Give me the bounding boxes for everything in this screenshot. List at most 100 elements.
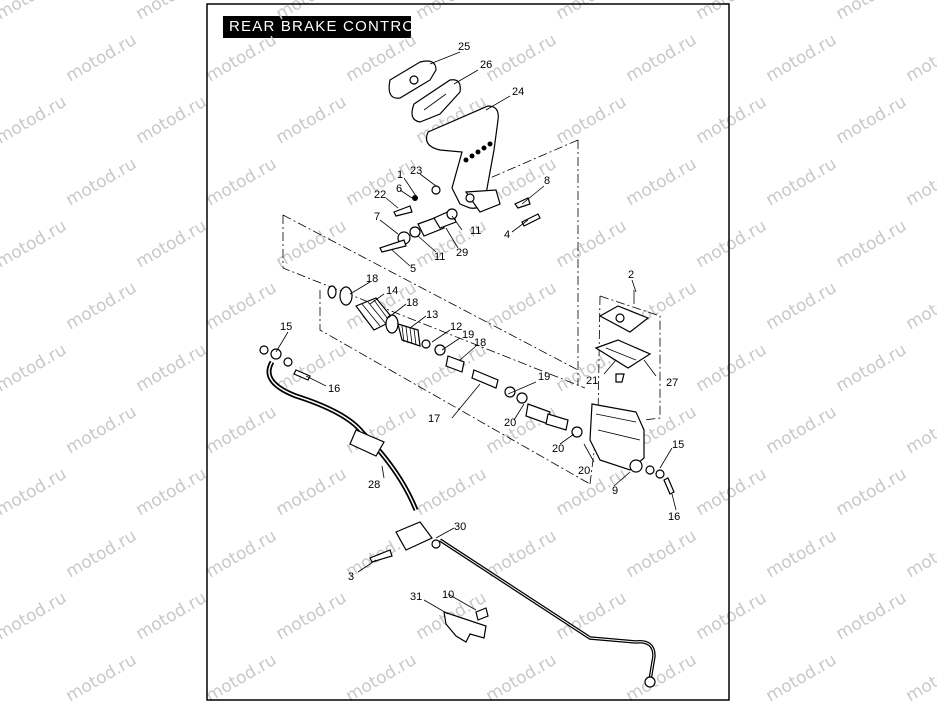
- watermark-text: motod.ru: [63, 278, 141, 334]
- callout-label: 4: [504, 229, 510, 241]
- watermark-text: motod.ru: [693, 340, 771, 396]
- callout-label: 5: [410, 263, 416, 275]
- watermark-text: motod.ru: [763, 154, 841, 210]
- watermark-text: motod.ru: [553, 216, 631, 272]
- watermark-text: motod.ru: [273, 588, 351, 644]
- watermark-text: motod.ru: [833, 92, 911, 148]
- pedal-arm: [425, 105, 501, 213]
- callout-label: 7: [374, 211, 380, 223]
- watermark-text: motod.ru: [0, 0, 70, 24]
- watermark-text: motod.ru: [63, 30, 141, 86]
- brake-line: [266, 360, 419, 511]
- watermark-text: motod.ru: [833, 464, 911, 520]
- callout-label: 1: [397, 169, 403, 181]
- callout-label: 11: [434, 251, 445, 263]
- watermark-text: motod.ru: [0, 216, 70, 272]
- watermark-text: motod.ru: [483, 402, 561, 458]
- callout-label: 24: [512, 86, 524, 98]
- watermark-text: motod.ru: [413, 464, 491, 520]
- watermark-text: motod.ru: [903, 278, 937, 334]
- watermark-text: motod.ru: [273, 464, 351, 520]
- callout-label: 30: [454, 521, 466, 533]
- callout-label: 9: [612, 485, 618, 497]
- watermark-text: motod.ru: [483, 30, 561, 86]
- callout-label: 15: [672, 439, 684, 451]
- callout-label: 16: [668, 511, 680, 523]
- callout-labels: 25 26 24 1 23 6 22 8 7 11 4 11 29 5 18 1…: [280, 41, 684, 603]
- watermark-text: motod.ru: [903, 30, 937, 86]
- watermark-text: motod.ru: [273, 92, 351, 148]
- watermark-text: motod.ru: [203, 154, 281, 210]
- callout-label: 17: [428, 413, 440, 425]
- callout-label: 22: [374, 189, 386, 201]
- callout-label: 13: [426, 309, 438, 321]
- kit-outline: [282, 139, 599, 485]
- callout-label: 12: [450, 321, 462, 333]
- watermark-text: motod.ru: [0, 464, 70, 520]
- reservoir-cover: [594, 290, 652, 383]
- watermark-text: motod.ru: [203, 402, 281, 458]
- callout-label: 19: [462, 329, 474, 341]
- pivot-hardware: [379, 185, 541, 253]
- watermark-text: motod.ru: [623, 154, 701, 210]
- watermark-text: motod.ru: [63, 650, 141, 703]
- watermark-text: motod.ru: [0, 92, 70, 148]
- callout-label: 2: [628, 269, 634, 281]
- watermark-text: motod.ru: [133, 0, 211, 24]
- watermark-text: motod.ru: [133, 588, 211, 644]
- callout-label: 14: [386, 285, 398, 297]
- callout-label: 3: [348, 571, 354, 583]
- watermark-text: motod.ru: [903, 526, 937, 582]
- watermark-text: motod.ru: [133, 340, 211, 396]
- watermark-text: motod.ru: [63, 154, 141, 210]
- leader-lines: [275, 51, 677, 615]
- watermark-text: motod.ru: [623, 650, 701, 703]
- watermark-text: motod.ru: [203, 526, 281, 582]
- fitting-hardware: [259, 345, 675, 495]
- watermark-text: motod.ru: [693, 92, 771, 148]
- diagram-title: REAR BRAKE CONTROL: [223, 16, 424, 38]
- watermark-text: motod.ru: [203, 278, 281, 334]
- brake-tube: [439, 538, 656, 688]
- watermark-text: motod.ru: [833, 588, 911, 644]
- watermark-text: motod.ru: [553, 588, 631, 644]
- watermark-text: motod.ru: [483, 650, 561, 703]
- watermark-text: motod.ru: [763, 402, 841, 458]
- reservoir-outline: [597, 295, 661, 421]
- callout-label: 18: [474, 337, 486, 349]
- callout-label: 23: [410, 165, 422, 177]
- callout-label: 20: [504, 417, 516, 429]
- callout-label: 16: [328, 383, 340, 395]
- callout-label: 31: [410, 591, 422, 603]
- watermark-text: motod.ru: [343, 154, 421, 210]
- callout-label: 8: [544, 175, 550, 187]
- master-cylinder-internals: [327, 285, 583, 438]
- watermark-text: motod.ru: [903, 650, 937, 703]
- watermark-text: motod.ru: [693, 464, 771, 520]
- callout-label: 26: [480, 59, 492, 71]
- callout-label: 11: [470, 225, 481, 237]
- watermark-text: motod.ru: [833, 216, 911, 272]
- callout-label: 18: [366, 273, 378, 285]
- watermark-text: motod.ru: [903, 402, 937, 458]
- watermark-text: motod.ru: [553, 464, 631, 520]
- master-cylinder-body: [589, 403, 645, 473]
- watermark-text: motod.ru: [763, 526, 841, 582]
- watermark-text: motod.ru: [693, 216, 771, 272]
- callout-label: 18: [406, 297, 418, 309]
- callout-label: 15: [280, 321, 292, 333]
- watermark-text: motod.ru: [273, 216, 351, 272]
- callout-label: 28: [368, 479, 380, 491]
- diagram-frame: [206, 3, 730, 701]
- watermark-text: motod.ru: [763, 30, 841, 86]
- watermark-text: motod.ru: [203, 30, 281, 86]
- callout-label: 29: [456, 247, 468, 259]
- callout-label: 10: [442, 589, 454, 601]
- callout-label: 20: [578, 465, 590, 477]
- watermark-text: motod.ru: [623, 526, 701, 582]
- bracket: [443, 607, 489, 643]
- watermark-text: motod.ru: [343, 650, 421, 703]
- watermark-text: motod.ru: [63, 402, 141, 458]
